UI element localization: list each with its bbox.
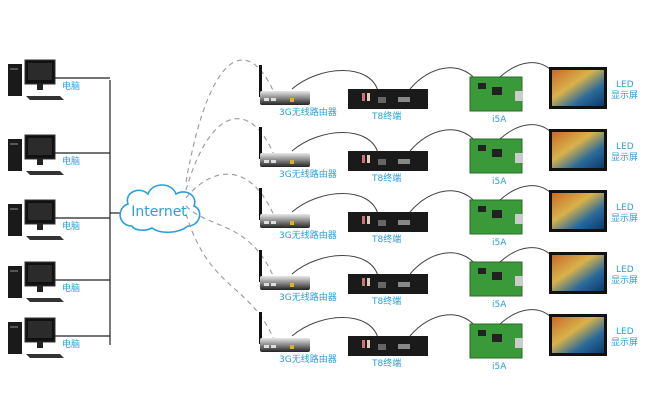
t8-terminal-icon [348, 336, 428, 356]
router-icon [259, 127, 310, 167]
router-label: 3G无线路由器 [279, 293, 337, 303]
wireless-link [185, 205, 276, 281]
cable-line [409, 67, 476, 90]
terminal-label: T8终端 [372, 297, 402, 307]
pc-tower-icon [8, 322, 22, 354]
pc-tower-icon [8, 139, 22, 171]
cable-line [499, 309, 553, 325]
wireless-link [185, 118, 276, 191]
cable-line [291, 70, 379, 92]
display-label: LED [616, 265, 634, 275]
i5a-card-icon [469, 199, 523, 235]
cable-line [409, 314, 476, 337]
t8-terminal-icon [348, 212, 428, 232]
pc-tower-icon [8, 204, 22, 236]
i5a-card-icon [469, 323, 523, 359]
i5a-card-icon [469, 76, 523, 112]
cable-line [409, 190, 476, 213]
computer [8, 199, 110, 240]
internet-label: Internet [131, 204, 187, 220]
keyboard-icon [26, 96, 64, 100]
cable-line [291, 132, 379, 154]
cable-line [499, 62, 553, 78]
wireless-link [185, 59, 276, 183]
device-row [259, 247, 607, 297]
display-label: LED [616, 142, 634, 152]
cable-line [409, 252, 476, 275]
terminal-label: T8终端 [372, 112, 402, 122]
display-label: LED [616, 203, 634, 213]
led-display-icon [549, 252, 607, 294]
cable-line [291, 317, 379, 339]
computer [8, 261, 110, 302]
device-row [259, 185, 607, 235]
cable-line [409, 129, 476, 152]
keyboard-icon [26, 298, 64, 302]
router-label: 3G无线路由器 [279, 355, 337, 365]
led-display-icon [549, 67, 607, 109]
computer [8, 59, 110, 100]
display-label: 显示屏 [611, 91, 639, 101]
pc-tower-icon [8, 266, 22, 298]
wireless-links [185, 59, 276, 343]
computer-label: 电脑 [62, 82, 81, 92]
display-label: 显示屏 [611, 153, 639, 163]
terminal-label: T8终端 [372, 359, 402, 369]
device-rows [259, 62, 607, 359]
i5a-card-icon [469, 138, 523, 174]
terminal-label: T8终端 [372, 174, 402, 184]
display-label: 显示屏 [611, 214, 639, 224]
display-label: 显示屏 [611, 276, 639, 286]
computer [8, 317, 110, 358]
card-label: i5A [492, 300, 507, 310]
keyboard-icon [26, 236, 64, 240]
router-icon [259, 188, 310, 228]
t8-terminal-icon [348, 89, 428, 109]
router-icon [259, 250, 310, 290]
router-label: 3G无线路由器 [279, 108, 337, 118]
t8-terminal-icon [348, 151, 428, 171]
device-row [259, 309, 607, 359]
wireless-link [185, 213, 276, 343]
cable-line [291, 193, 379, 215]
computer-label: 电脑 [62, 222, 81, 232]
computer-label: 电脑 [62, 340, 81, 350]
device-row [259, 62, 607, 112]
cloud-icon [119, 184, 201, 234]
pc-tower-icon [8, 64, 22, 96]
card-label: i5A [492, 362, 507, 372]
internet-cloud [119, 184, 201, 234]
keyboard-icon [26, 354, 64, 358]
terminal-label: T8终端 [372, 235, 402, 245]
card-label: i5A [492, 177, 507, 187]
display-label: LED [616, 80, 634, 90]
computers-group [8, 59, 110, 358]
t8-terminal-icon [348, 274, 428, 294]
cable-line [291, 255, 379, 277]
i5a-card-icon [469, 261, 523, 297]
router-icon [259, 312, 310, 352]
display-label: 显示屏 [611, 338, 639, 348]
display-label: LED [616, 327, 634, 337]
computer-label: 电脑 [62, 284, 81, 294]
cable-line [499, 185, 553, 201]
cable-line [499, 124, 553, 140]
router-icon [259, 65, 310, 105]
led-display-icon [549, 129, 607, 171]
card-label: i5A [492, 115, 507, 125]
computer-label: 电脑 [62, 157, 81, 167]
wireless-link [185, 173, 276, 219]
card-label: i5A [492, 238, 507, 248]
keyboard-icon [26, 171, 64, 175]
cable-line [499, 247, 553, 263]
led-display-icon [549, 314, 607, 356]
router-label: 3G无线路由器 [279, 231, 337, 241]
led-display-icon [549, 190, 607, 232]
computer [8, 134, 110, 175]
router-label: 3G无线路由器 [279, 170, 337, 180]
device-row [259, 124, 607, 174]
